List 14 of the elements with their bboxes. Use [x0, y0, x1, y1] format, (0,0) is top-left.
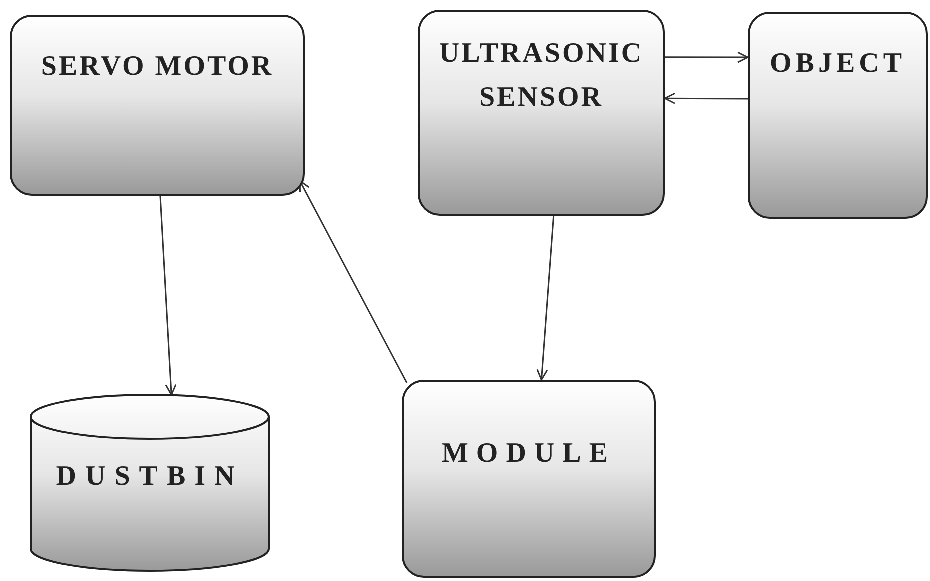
process-box [402, 380, 656, 578]
arrow [665, 52, 749, 64]
arrow [160, 196, 177, 396]
process-box [10, 15, 305, 196]
arrow [299, 180, 408, 384]
node-label: SERVO MOTOR [40, 50, 275, 84]
node-label: OBJECT [768, 47, 908, 81]
arrow [664, 92, 748, 104]
arrow [536, 216, 555, 381]
node-label: MODULE [441, 437, 617, 471]
process-box [418, 10, 665, 216]
process-box [748, 12, 928, 219]
node-label: ULTRASONIC SENSOR [438, 37, 645, 115]
node-label: DUSTBIN [55, 460, 245, 494]
